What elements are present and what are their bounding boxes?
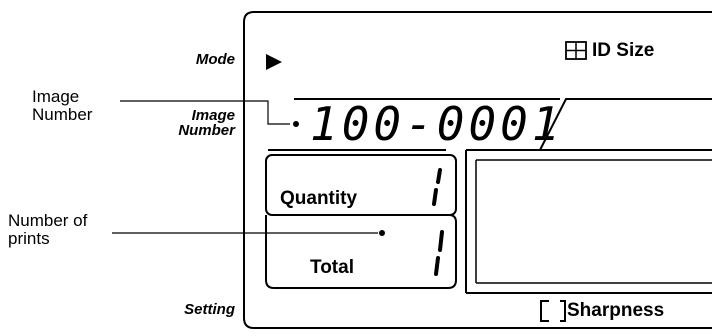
image-number-side-label-text: Image Number [178, 107, 235, 139]
total-box [265, 214, 457, 289]
preview-box [465, 150, 712, 294]
total-label: Total [310, 257, 354, 278]
grid-icon [565, 41, 587, 60]
setting-label: Setting [184, 301, 235, 318]
right-box-top [539, 98, 712, 151]
image-number-value: 100-0001 [310, 97, 564, 151]
image-number-callout-dot [293, 121, 299, 127]
image-number-callout-line [120, 100, 290, 125]
quantity-digit-segments [432, 168, 442, 206]
total-digit-segments [434, 230, 444, 276]
mode-arrow-icon [266, 54, 282, 70]
image-number-side-label: Image Number [140, 108, 235, 138]
quantity-box [265, 154, 457, 216]
mode-label: Mode [195, 51, 235, 68]
prints-callout-dot [379, 230, 385, 236]
callout-image-number: Image Number [32, 87, 93, 124]
callout-number-of-prints: Number of prints [8, 211, 88, 248]
panel-frame [243, 11, 712, 329]
id-size-label: ID Size [592, 40, 655, 61]
quantity-label: Quantity [280, 188, 358, 209]
sharpness-box-icon [540, 300, 566, 322]
sharpness-label: Sharpness [567, 300, 665, 321]
